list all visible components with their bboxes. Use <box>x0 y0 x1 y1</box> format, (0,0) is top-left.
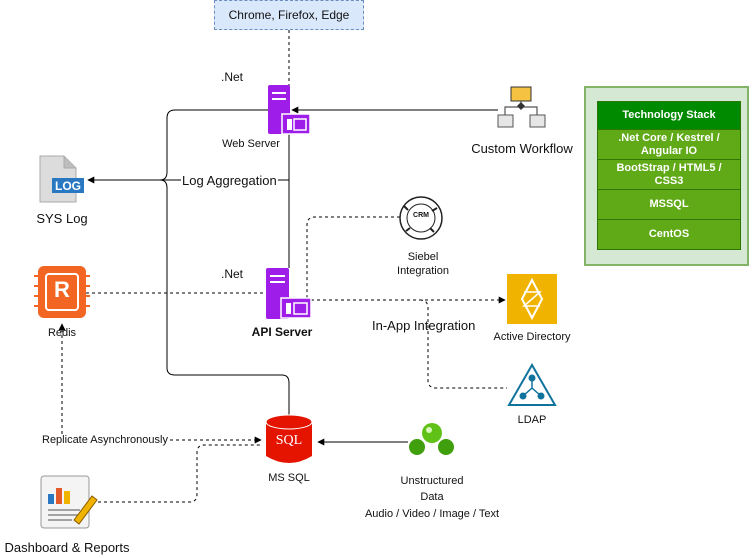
replicate-label: Replicate Asynchronously <box>41 434 169 446</box>
api-server-framework-label: .Net <box>221 267 244 281</box>
ms-sql-label: MS SQL <box>268 472 310 484</box>
tech-item-bootstrap: BootStrap / HTML5 / CSS3 <box>597 159 741 190</box>
in-app-integration-label: In-App Integration <box>372 318 476 333</box>
dashboard-to-sql-connector <box>98 444 261 503</box>
web-server-log-connector <box>159 109 268 181</box>
log-file-icon[interactable] <box>39 155 84 203</box>
tech-item-bootstrap-line1: BootStrap / HTML5 / <box>616 161 722 174</box>
tech-item-mssql-line1: MSSQL <box>649 198 689 210</box>
dashboard-reports-label: Dashboard & Reports <box>4 540 130 555</box>
sql-log-connector <box>159 179 290 418</box>
database-icon[interactable] <box>265 414 313 463</box>
technology-stack: Technology Stack .Net Core / Kestrel / A… <box>597 101 741 250</box>
web-server-icon[interactable] <box>268 85 311 135</box>
data-nodes-icon[interactable] <box>409 423 454 455</box>
connectors <box>58 30 507 503</box>
sql-icon-text: SQL <box>275 433 303 448</box>
tech-item-dotnet-line1: .Net Core / Kestrel / <box>618 131 720 144</box>
log-aggregation-label: Log Aggregation <box>181 173 278 188</box>
workflow-icon[interactable] <box>497 86 546 128</box>
tech-item-dotnet: .Net Core / Kestrel / Angular IO <box>597 129 741 160</box>
redis-label: Redis <box>47 327 77 339</box>
ldap-label: LDAP <box>517 414 547 426</box>
technology-stack-title: Technology Stack <box>597 101 741 130</box>
browser-clients-box[interactable]: Chrome, Firefox, Edge <box>214 0 364 30</box>
siebel-label-line2: Integration <box>397 265 449 277</box>
siebel-connector <box>306 216 400 298</box>
unstructured-data-line1: Unstructured <box>400 475 464 487</box>
tech-item-dotnet-line2: Angular IO <box>640 144 698 157</box>
log-icon-text: LOG <box>55 179 81 193</box>
tech-item-bootstrap-line2: CSS3 <box>654 174 684 187</box>
tech-item-mssql: MSSQL <box>597 189 741 220</box>
browser-clients-label: Chrome, Firefox, Edge <box>228 8 350 22</box>
active-directory-icon[interactable] <box>507 274 557 324</box>
sys-log-label: SYS Log <box>36 211 88 226</box>
redis-icon-text: R <box>54 277 70 302</box>
report-icon[interactable] <box>40 475 98 529</box>
crm-cycle-icon[interactable] <box>399 196 443 240</box>
crm-icon-text: CRM <box>413 212 429 219</box>
web-server-framework-label: .Net <box>221 70 244 84</box>
ldap-icon[interactable] <box>507 362 557 406</box>
unstructured-data-line3: Audio / Video / Image / Text <box>364 508 500 520</box>
tech-item-centos: CentOS <box>597 219 741 250</box>
redis-icon[interactable] <box>34 266 90 318</box>
tech-item-centos-line1: CentOS <box>648 228 690 240</box>
custom-workflow-label: Custom Workflow <box>471 141 573 156</box>
api-server-label: API Server <box>251 325 313 339</box>
web-server-label: Web Server <box>222 138 280 150</box>
api-server-icon[interactable] <box>266 268 312 319</box>
siebel-label-line1: Siebel <box>407 251 439 263</box>
unstructured-data-line2: Data <box>420 491 444 503</box>
active-directory-label: Active Directory <box>493 331 571 343</box>
api-to-ldap-connector <box>419 299 507 389</box>
